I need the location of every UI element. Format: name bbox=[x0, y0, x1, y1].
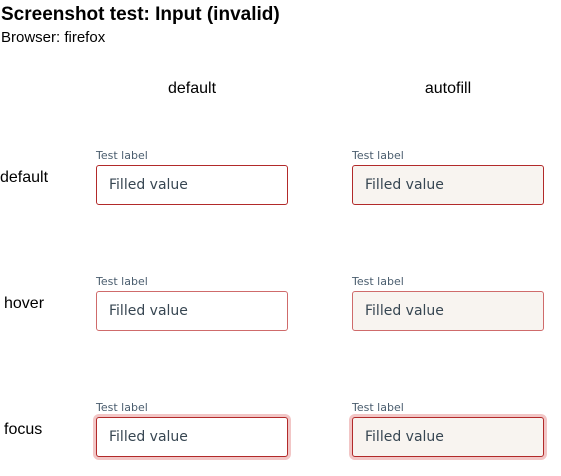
input-focus-default: Test label bbox=[96, 401, 288, 457]
row-header-default: default bbox=[0, 169, 49, 186]
text-input-autofill[interactable] bbox=[352, 165, 544, 205]
column-header-default: default bbox=[167, 80, 217, 97]
input-default-autofill: Test label bbox=[352, 149, 544, 205]
text-input-hover-autofill[interactable] bbox=[352, 291, 544, 331]
row-header-focus: focus bbox=[4, 421, 43, 438]
row-header-hover: hover bbox=[4, 295, 45, 312]
page-title: Screenshot test: Input (invalid) bbox=[1, 4, 280, 25]
text-input-hover[interactable] bbox=[96, 291, 288, 331]
text-input-focus[interactable] bbox=[96, 417, 288, 457]
field-label: Test label bbox=[96, 149, 148, 162]
field-label: Test label bbox=[96, 275, 148, 288]
column-header-autofill: autofill bbox=[424, 80, 472, 97]
field-label: Test label bbox=[96, 401, 148, 414]
input-hover-default: Test label bbox=[96, 275, 288, 331]
field-label: Test label bbox=[352, 401, 404, 414]
input-hover-autofill: Test label bbox=[352, 275, 544, 331]
input-focus-autofill: Test label bbox=[352, 401, 544, 457]
field-label: Test label bbox=[352, 149, 404, 162]
text-input[interactable] bbox=[96, 165, 288, 205]
input-default-default: Test label bbox=[96, 149, 288, 205]
text-input-focus-autofill[interactable] bbox=[352, 417, 544, 457]
browser-info: Browser: firefox bbox=[1, 29, 106, 46]
field-label: Test label bbox=[352, 275, 404, 288]
